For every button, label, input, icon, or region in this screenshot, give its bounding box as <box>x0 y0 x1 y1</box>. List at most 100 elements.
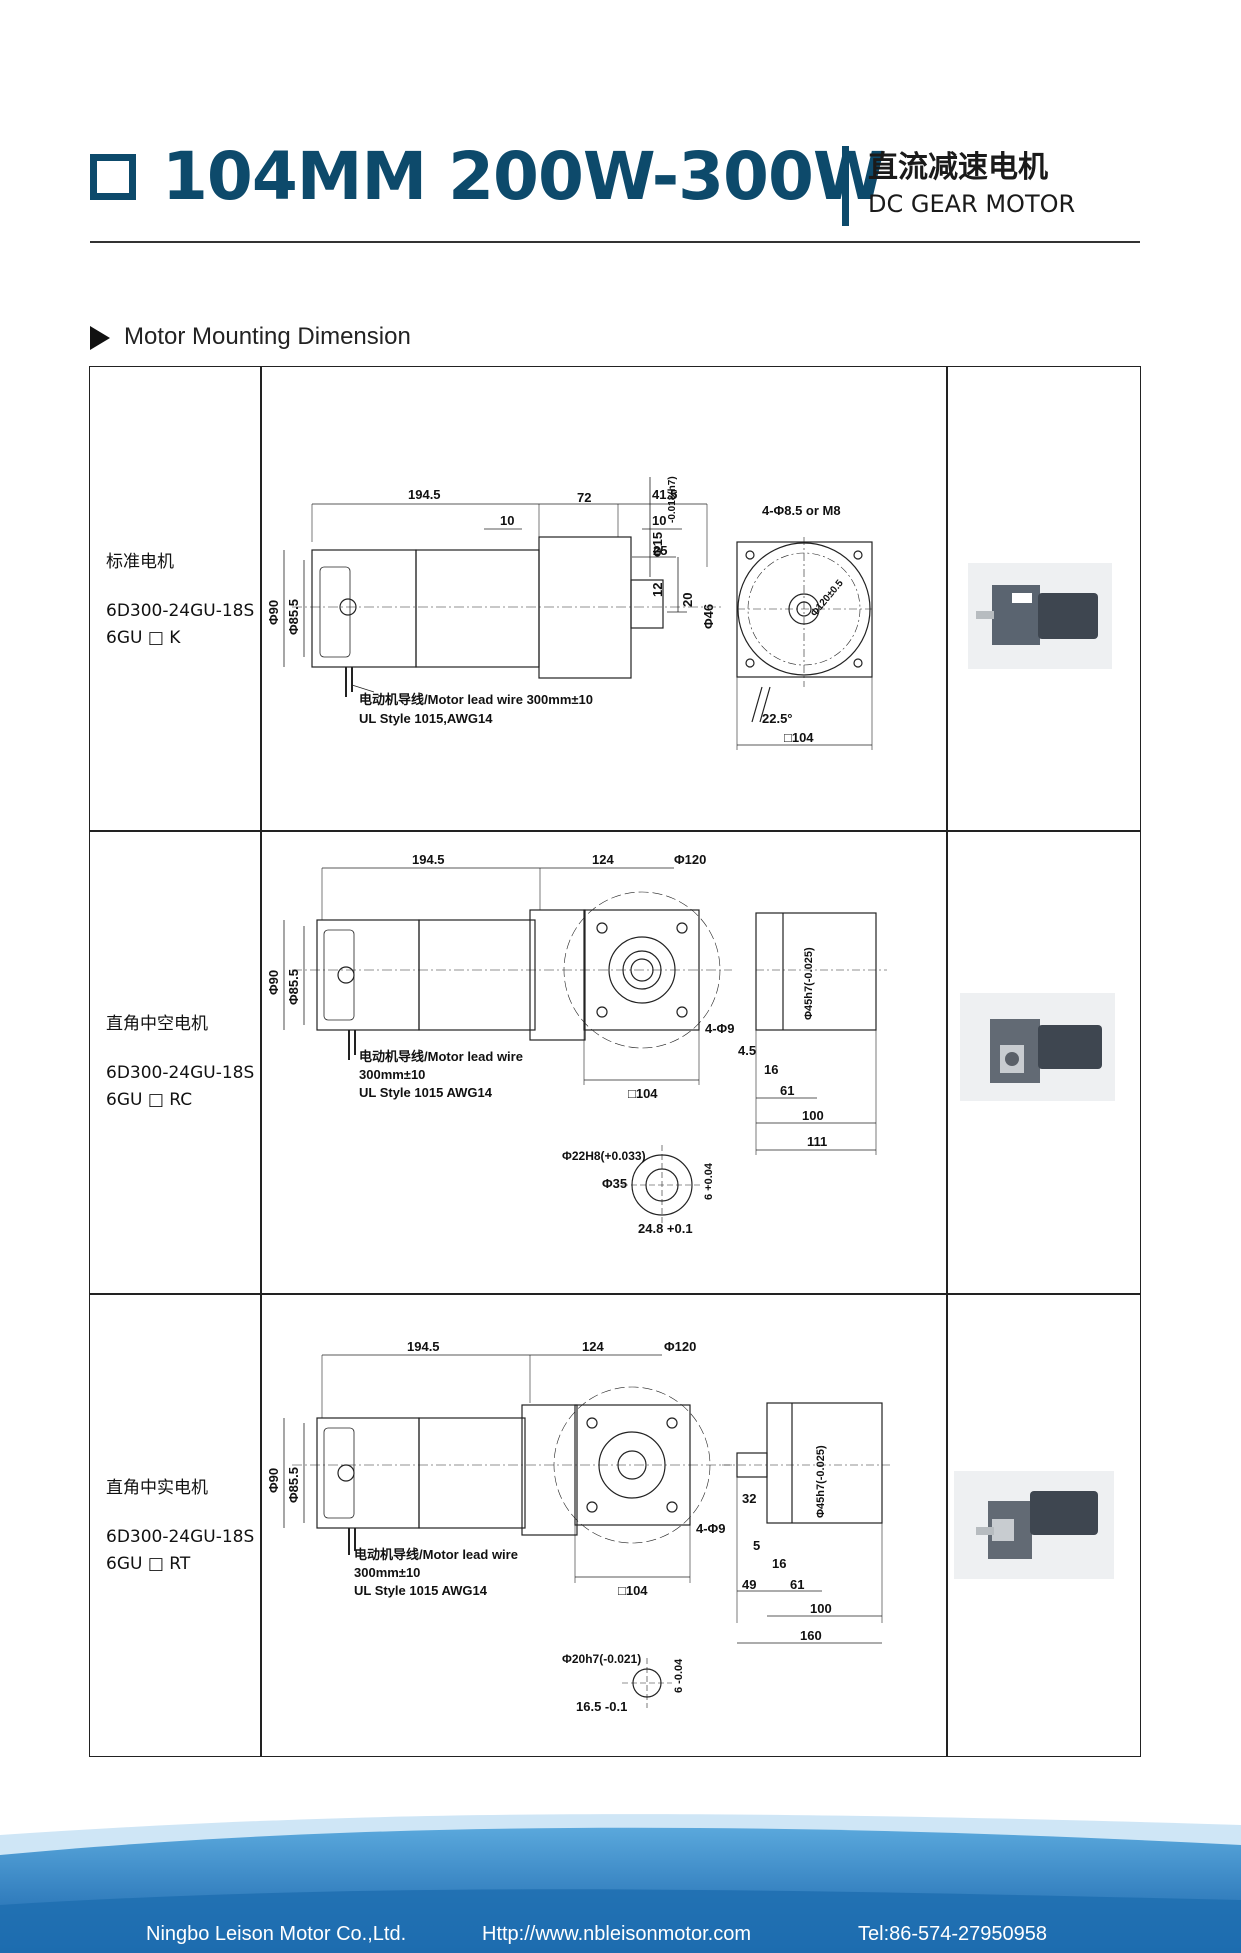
wire-text: 300mm±10 <box>354 1565 420 1580</box>
section-label: Motor Mounting Dimension <box>124 323 411 350</box>
dim-text: 6 -0.04 <box>673 1658 685 1693</box>
dimension-lines <box>283 477 708 667</box>
dim-text: 4-Φ9 <box>705 1021 734 1036</box>
dim-text: Φ15 <box>650 532 665 557</box>
dim-text: □104 <box>618 1583 648 1598</box>
page-header: 104MM 200W-300W 直流减速电机 DC GEAR MOTOR <box>90 138 1140 242</box>
dim-text: 49 <box>742 1577 756 1592</box>
dim-text: 25 <box>653 543 667 558</box>
dim-text: 16 <box>772 1556 786 1571</box>
row-label-solid: 直角中实电机 6D300-24GU-18S 6GU □ RT <box>106 1475 254 1578</box>
dim-text: Φ120 <box>674 852 706 867</box>
dim-text: Φ46 <box>701 604 716 629</box>
row-label-standard: 标准电机 6D300-24GU-18S 6GU □ K <box>106 549 254 652</box>
page-footer: Ningbo Leison Motor Co.,Ltd. Http://www.… <box>0 1795 1241 1953</box>
dimension-table: 标准电机 6D300-24GU-18S 6GU □ K <box>89 366 1141 1757</box>
wire-text: 电动机导线/Motor lead wire <box>359 1049 523 1064</box>
motor-body <box>418 1417 526 1529</box>
dim-text: 4-Φ8.5 or M8 <box>762 503 841 518</box>
row-divider <box>90 830 1140 832</box>
subtitle-en: DC GEAR MOTOR <box>868 190 1076 218</box>
dim-text: 10 <box>500 513 514 528</box>
dim-text: Φ90 <box>266 970 281 995</box>
dim-text: Φ35 <box>602 1176 627 1191</box>
dim-text: 194.5 <box>407 1339 440 1354</box>
dim-text: 124 <box>592 852 614 867</box>
dim-text: Φ20h7(-0.021) <box>562 1652 641 1666</box>
dim-text: 111 <box>807 1134 827 1149</box>
gearbox-front-view <box>736 541 873 678</box>
motor-photo-solid <box>954 1471 1114 1579</box>
motor-end-cap <box>311 549 417 668</box>
dim-text: 6 +0.04 <box>703 1162 715 1200</box>
motor-body <box>418 919 536 1031</box>
dim-text: 124 <box>582 1339 604 1354</box>
gearbox-body <box>538 536 632 679</box>
motor-end-cap <box>316 1417 420 1529</box>
dim-text: 4.5 <box>738 1043 756 1058</box>
gear-housing <box>529 909 586 1041</box>
dim-text: Φ85.5 <box>286 599 301 635</box>
dim-text: 5 <box>753 1538 760 1553</box>
wire-text: UL Style 1015 AWG14 <box>354 1583 488 1598</box>
wire-text: 电动机导线/Motor lead wire <box>354 1547 518 1562</box>
drawing-hollow: 194.5 124 Φ120 Φ90 Φ85.5 4-Φ9 □104 Φ45h7… <box>266 852 887 1236</box>
col-divider <box>946 367 948 1756</box>
dim-text: 20 <box>680 593 695 607</box>
dim-text: 61 <box>790 1577 804 1592</box>
dim-text: Φ90 <box>266 1468 281 1493</box>
wire-text: 电动机导线/Motor lead wire 300mm±10 <box>359 692 593 707</box>
header-rule <box>90 241 1140 243</box>
dim-text: □104 <box>784 730 814 745</box>
square-icon <box>90 154 136 200</box>
subtitle-cn: 直流减速电机 <box>868 150 1048 185</box>
motor-type: 直角中实电机 <box>106 1478 208 1498</box>
gearhead-model: 6GU □ K <box>106 628 181 648</box>
wire-text: UL Style 1015 AWG14 <box>359 1085 493 1100</box>
row-divider <box>90 1293 1140 1295</box>
output-shaft <box>630 579 664 629</box>
drawing-solid: 194.5 124 Φ120 Φ90 Φ85.5 4-Φ9 □104 Φ45h7… <box>266 1339 892 1714</box>
side-view <box>766 1402 883 1524</box>
wire-text: 300mm±10 <box>359 1067 425 1082</box>
row-label-hollow: 直角中空电机 6D300-24GU-18S 6GU □ RC <box>106 1011 254 1114</box>
dim-text: 22.5° <box>762 711 793 726</box>
gearhead-model: 6GU □ RC <box>106 1090 193 1110</box>
side-view <box>755 912 877 1031</box>
footer-company: Ningbo Leison Motor Co.,Ltd. <box>146 1923 407 1945</box>
motor-model: 6D300-24GU-18S <box>106 1527 255 1547</box>
dim-text: Φ85.5 <box>286 969 301 1005</box>
dim-text: Φ90 <box>266 600 281 625</box>
dim-text: 41.5 <box>652 487 677 502</box>
dim-text: 72 <box>577 490 591 505</box>
dim-text: -0.018(h7) <box>667 476 678 523</box>
motor-type: 标准电机 <box>106 552 174 572</box>
gear-housing <box>521 1404 578 1536</box>
dim-text: Φ22H8(+0.033) <box>562 1149 646 1163</box>
motor-body <box>415 549 540 668</box>
dim-text: Φ120 <box>664 1339 696 1354</box>
triangle-bullet-icon <box>90 326 110 350</box>
dim-text: 194.5 <box>412 852 445 867</box>
dim-text: Φ45h7(-0.025) <box>803 947 815 1020</box>
dim-text: 100 <box>802 1108 824 1123</box>
dim-text: Φ45h7(-0.025) <box>815 1445 827 1518</box>
dim-text: 160 <box>800 1628 822 1643</box>
dim-text: 16 <box>764 1062 778 1077</box>
wire-text: UL Style 1015,AWG14 <box>359 711 493 726</box>
motor-photo-standard <box>968 563 1112 669</box>
motor-model: 6D300-24GU-18S <box>106 1063 255 1083</box>
dim-text: 61 <box>780 1083 794 1098</box>
dim-text: 10 <box>652 513 666 528</box>
page-title: 104MM 200W-300W <box>162 138 886 215</box>
motor-model: 6D300-24GU-18S <box>106 601 255 621</box>
shaft-detail <box>632 1668 662 1698</box>
drawing-standard: 194.5 72 41.5 10 10 25 12 20 Φ15 -0.018(… <box>266 476 873 750</box>
footer-tel: Tel:86-574-27950958 <box>858 1923 1048 1945</box>
dim-text: 4-Φ9 <box>696 1521 725 1536</box>
motor-photo-hollow <box>960 993 1115 1101</box>
footer-url[interactable]: Http://www.nbleisonmotor.com <box>482 1923 751 1945</box>
dim-text: Φ85.5 <box>286 1467 301 1503</box>
motor-end-cap <box>316 919 420 1031</box>
footer-wave <box>0 1814 1241 1953</box>
